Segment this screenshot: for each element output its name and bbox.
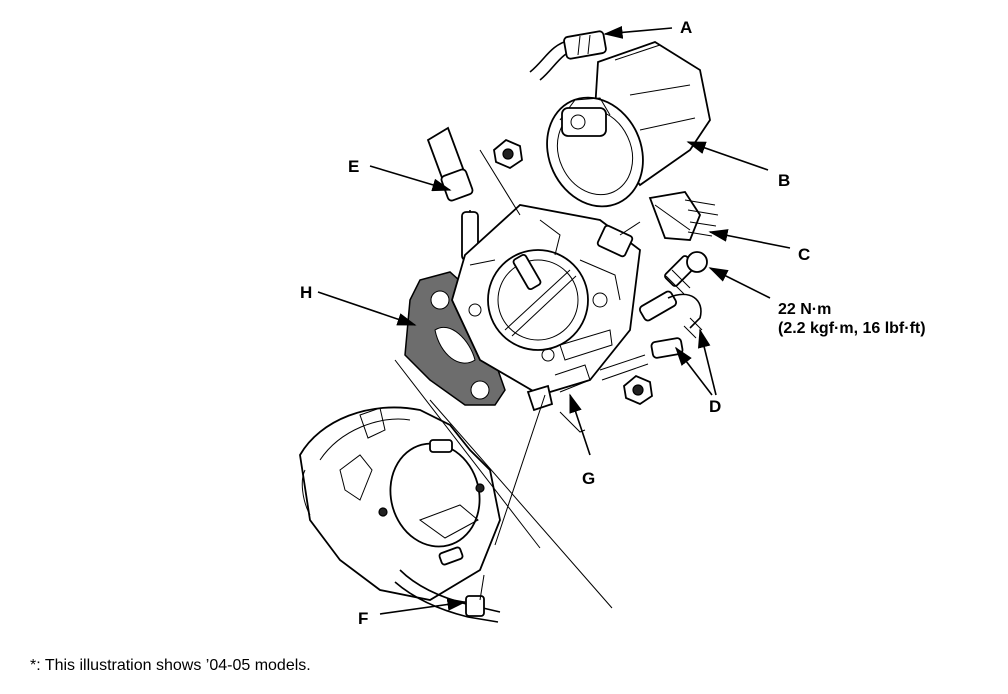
- nut-upper: [493, 138, 523, 170]
- leader-arrows: [317, 26, 791, 615]
- gasket-h: [404, 271, 506, 406]
- callout-e: E: [348, 157, 359, 176]
- intake-manifold: [299, 406, 501, 601]
- intake-air-duct: [546, 41, 711, 208]
- footnote: *: This illustration shows ’04-05 models…: [30, 657, 311, 674]
- mounting-bolt: [664, 251, 708, 295]
- alignment-guides: [394, 149, 641, 609]
- hose-e: [426, 126, 479, 261]
- callout-c: C: [798, 245, 810, 264]
- hose-a: [529, 30, 607, 81]
- hose-f: [394, 569, 501, 623]
- torque-value: 22 N·m: [778, 301, 831, 318]
- nut-lower: [623, 374, 653, 406]
- torque-detail: (2.2 kgf·m, 16 lbf·ft): [778, 320, 926, 337]
- throttle-body: [451, 204, 641, 412]
- callout-d: D: [709, 397, 721, 416]
- callout-a: A: [680, 18, 692, 37]
- sensor-connector-c: [648, 191, 719, 241]
- callout-f: F: [358, 609, 368, 628]
- callout-g: G: [582, 469, 595, 488]
- callout-b: B: [778, 171, 790, 190]
- hoses-d: [599, 290, 703, 381]
- callout-h: H: [300, 283, 312, 302]
